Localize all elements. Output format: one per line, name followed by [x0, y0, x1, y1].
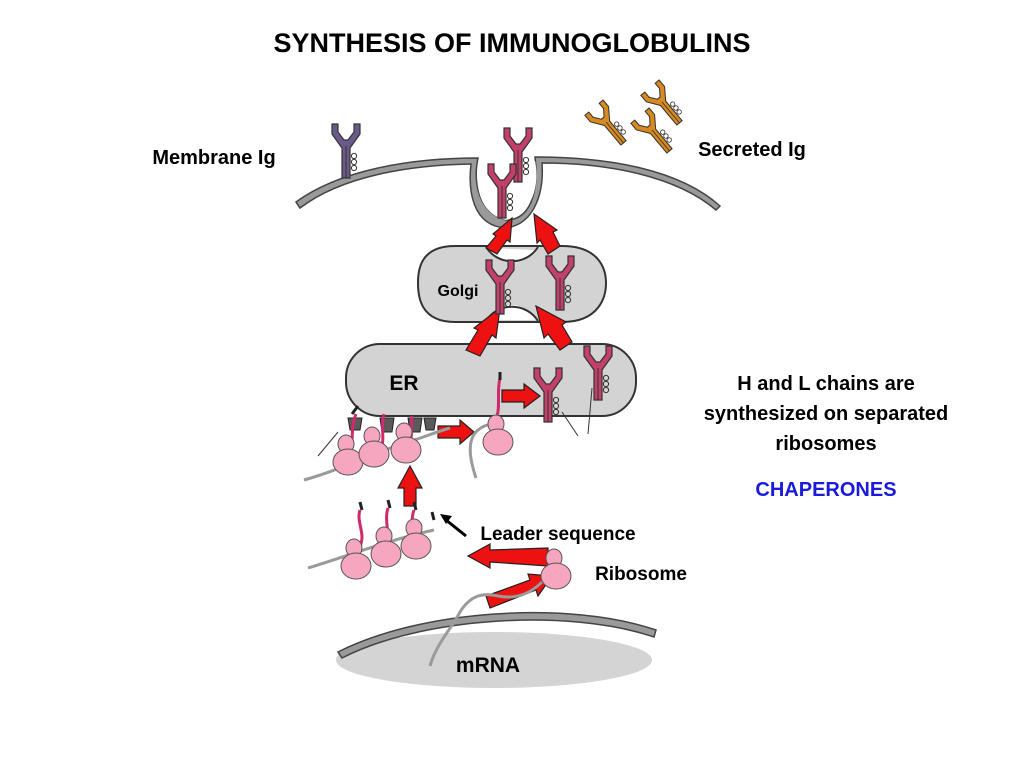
secreted-ig-antibody-icon [584, 99, 634, 151]
transport-arrows [396, 212, 573, 609]
ribosome-free [340, 538, 372, 580]
chains-note-line-1: H and L chains are [737, 373, 914, 395]
membrane-ig-label: Membrane Ig [152, 147, 275, 169]
chaperones-label: CHAPERONES [755, 479, 896, 501]
ribosome-er-single [482, 414, 514, 456]
er-translocons [347, 417, 437, 433]
page-title: SYNTHESIS OF IMMUNOGLOBULINS [273, 28, 750, 58]
nucleus [336, 632, 652, 688]
leader-sequence-pointer [440, 514, 467, 538]
arrow-er-to-golgi-right [535, 304, 573, 351]
endoplasmic-reticulum [345, 343, 637, 417]
golgi-label: Golgi [438, 283, 479, 300]
ribosome-er-bound [332, 434, 364, 476]
leader-sequence-label: Leader sequence [480, 524, 635, 545]
arrow-to-er-ribosome [437, 418, 475, 446]
arrow-up-to-er [396, 464, 424, 507]
plasma-membrane [294, 156, 722, 229]
ribosome-label: Ribosome [595, 564, 687, 585]
arrow-from-nucleus [485, 573, 554, 609]
ribosome-er-bound [358, 426, 390, 468]
arrow-er-to-golgi-left [465, 306, 501, 357]
mrna-label: mRNA [456, 654, 520, 677]
ribosome-free [400, 518, 432, 560]
secreted-ig-label: Secreted Ig [698, 139, 806, 161]
membrane-ig-antibody-icon [331, 123, 361, 179]
chains-note-line-3: ribosomes [775, 433, 876, 455]
leader-sequences [350, 372, 502, 521]
arrow-golgi-to-vesicle-left [485, 216, 513, 255]
arrow-in-er [501, 382, 541, 410]
er-label: ER [389, 372, 418, 395]
arrow-golgi-to-vesicle-right [533, 212, 561, 255]
ribosome-free [370, 526, 402, 568]
chaperone-pointers [317, 387, 593, 457]
nuclear-envelope [336, 611, 657, 659]
arrow-from-free-ribosome [466, 542, 549, 570]
chains-note-line-2: synthesized on separated [704, 403, 949, 425]
secreted-ig-antibody-icon [640, 79, 690, 131]
mrna-from-nucleus [428, 580, 544, 667]
